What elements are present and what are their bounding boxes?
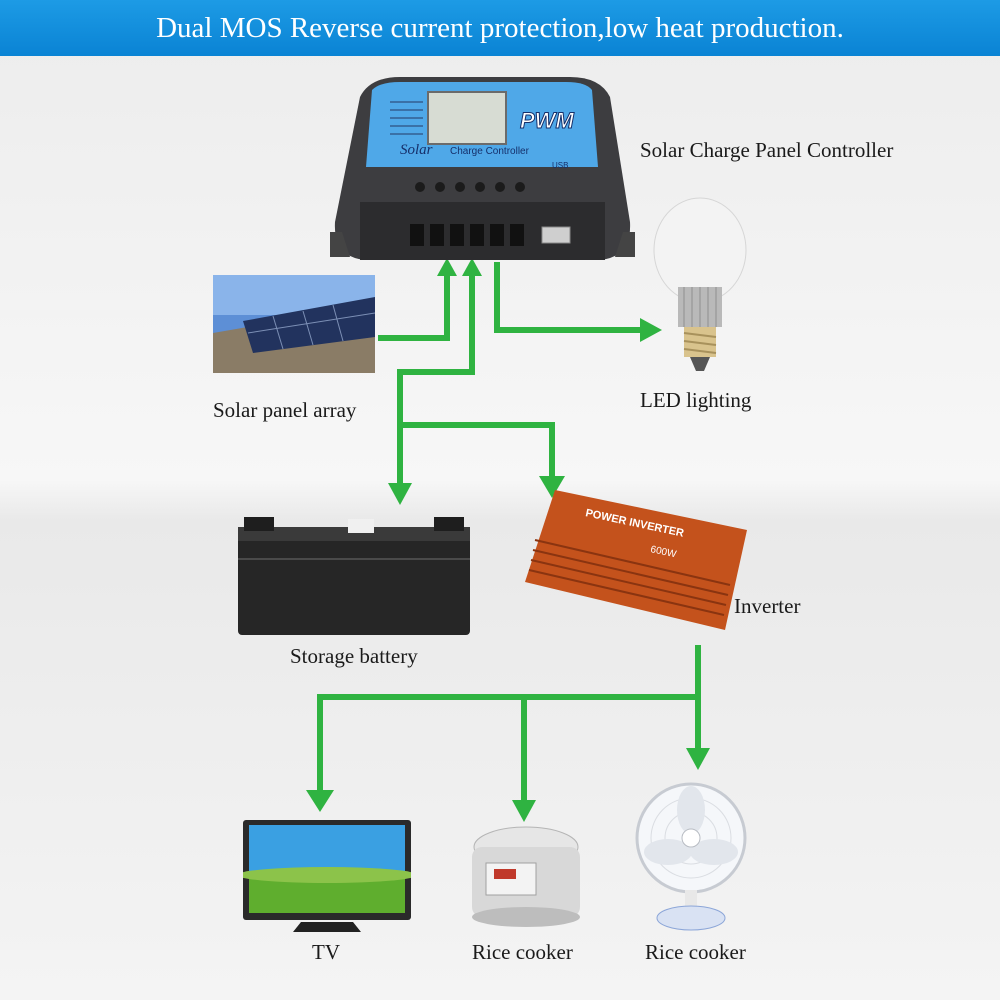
arrowhead-battery xyxy=(388,483,412,505)
arrow-inverter-to-loads xyxy=(317,645,701,790)
led-label: LED lighting xyxy=(640,388,752,412)
banner-title: Dual MOS Reverse current protection,low … xyxy=(0,0,1000,56)
led-bulb-image xyxy=(653,197,747,371)
svg-text:USB: USB xyxy=(552,161,568,170)
tv-image xyxy=(243,820,411,932)
battery-label: Storage battery xyxy=(290,644,418,668)
arrow-solar-to-controller xyxy=(378,272,450,341)
fan-label: Rice cooker xyxy=(645,940,746,964)
arrowhead-rice-cooker xyxy=(512,800,536,822)
arrowhead-led xyxy=(640,318,662,342)
arrowhead-inverter xyxy=(539,476,565,498)
tv-label: TV xyxy=(312,940,340,964)
battery-image xyxy=(238,517,470,635)
fan-image xyxy=(635,782,747,931)
arrow-bus-to-inverter xyxy=(400,422,555,477)
inverter-image: POWER INVERTER 600W xyxy=(525,490,747,630)
arrow-controller-to-bus xyxy=(397,272,475,485)
svg-text:Charge Controller: Charge Controller xyxy=(450,146,530,157)
svg-text:Solar: Solar xyxy=(400,142,433,158)
controller-label: Solar Charge Panel Controller xyxy=(640,138,894,162)
svg-text:600W: 600W xyxy=(649,544,677,560)
arrowhead-controller-up xyxy=(462,258,482,276)
solar-panel-image xyxy=(213,275,375,373)
rice-cooker-image xyxy=(472,826,580,927)
solar-panel-label: Solar panel array xyxy=(213,398,357,422)
arrowhead-solar xyxy=(437,258,457,276)
arrowhead-fan xyxy=(686,748,710,770)
inverter-label: Inverter xyxy=(734,594,801,618)
svg-text:PWM: PWM xyxy=(520,108,574,133)
arrowhead-tv xyxy=(306,790,334,812)
rice-cooker-label: Rice cooker xyxy=(472,940,573,964)
arrow-controller-to-led xyxy=(494,262,640,333)
charge-controller-image: Solar Charge Controller PWM USB xyxy=(330,77,635,260)
